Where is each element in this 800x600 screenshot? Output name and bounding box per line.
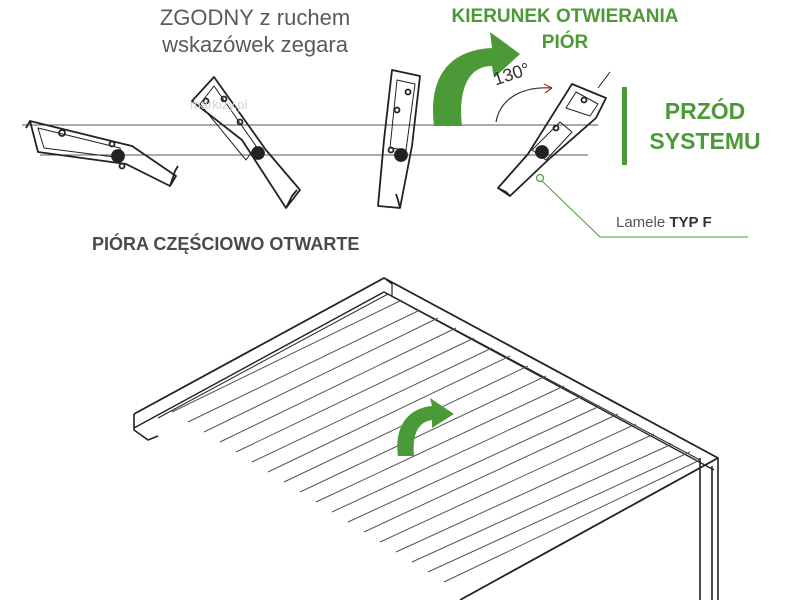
watermark: markizy.pl bbox=[190, 97, 248, 112]
front-label-line1: PRZÓD bbox=[664, 98, 746, 124]
pergola-roof bbox=[133, 277, 719, 600]
lamela-type-label: Lamele TYP F bbox=[616, 213, 786, 233]
clockwise-note: ZGODNY z ruchem wskazówek zegara bbox=[110, 4, 400, 58]
front-of-system-label: PRZÓD SYSTEMU bbox=[630, 96, 780, 156]
front-marker-bar bbox=[622, 87, 627, 165]
lamela-prefix: Lamele bbox=[616, 214, 670, 231]
lamella-flat bbox=[25, 120, 179, 187]
lamella-tilted bbox=[191, 76, 301, 209]
curved-arrow-clockwise-icon bbox=[433, 32, 520, 126]
angle-arc bbox=[495, 83, 553, 123]
partially-open-label: PIÓRA CZĘŚCIOWO OTWARTE bbox=[92, 234, 360, 254]
opening-direction-line2: PIÓR bbox=[541, 32, 589, 53]
lamela-callout-line bbox=[535, 173, 748, 238]
reference-lines bbox=[22, 124, 598, 156]
opening-direction-title: KIERUNEK OTWIERANIA PIÓR bbox=[420, 4, 710, 56]
lamella-vertical bbox=[377, 69, 421, 209]
clockwise-note-line2: wskazówek zegara bbox=[162, 32, 348, 57]
roof-slats bbox=[171, 299, 701, 583]
roof-curved-arrow-clockwise-icon bbox=[397, 398, 454, 456]
front-label-line2: SYSTEMU bbox=[649, 128, 761, 154]
clockwise-note-line1: ZGODNY z ruchem bbox=[159, 5, 351, 30]
lamella-front bbox=[497, 71, 611, 197]
lamela-type: TYP F bbox=[669, 214, 712, 231]
opening-direction-line1: KIERUNEK OTWIERANIA bbox=[451, 6, 679, 27]
